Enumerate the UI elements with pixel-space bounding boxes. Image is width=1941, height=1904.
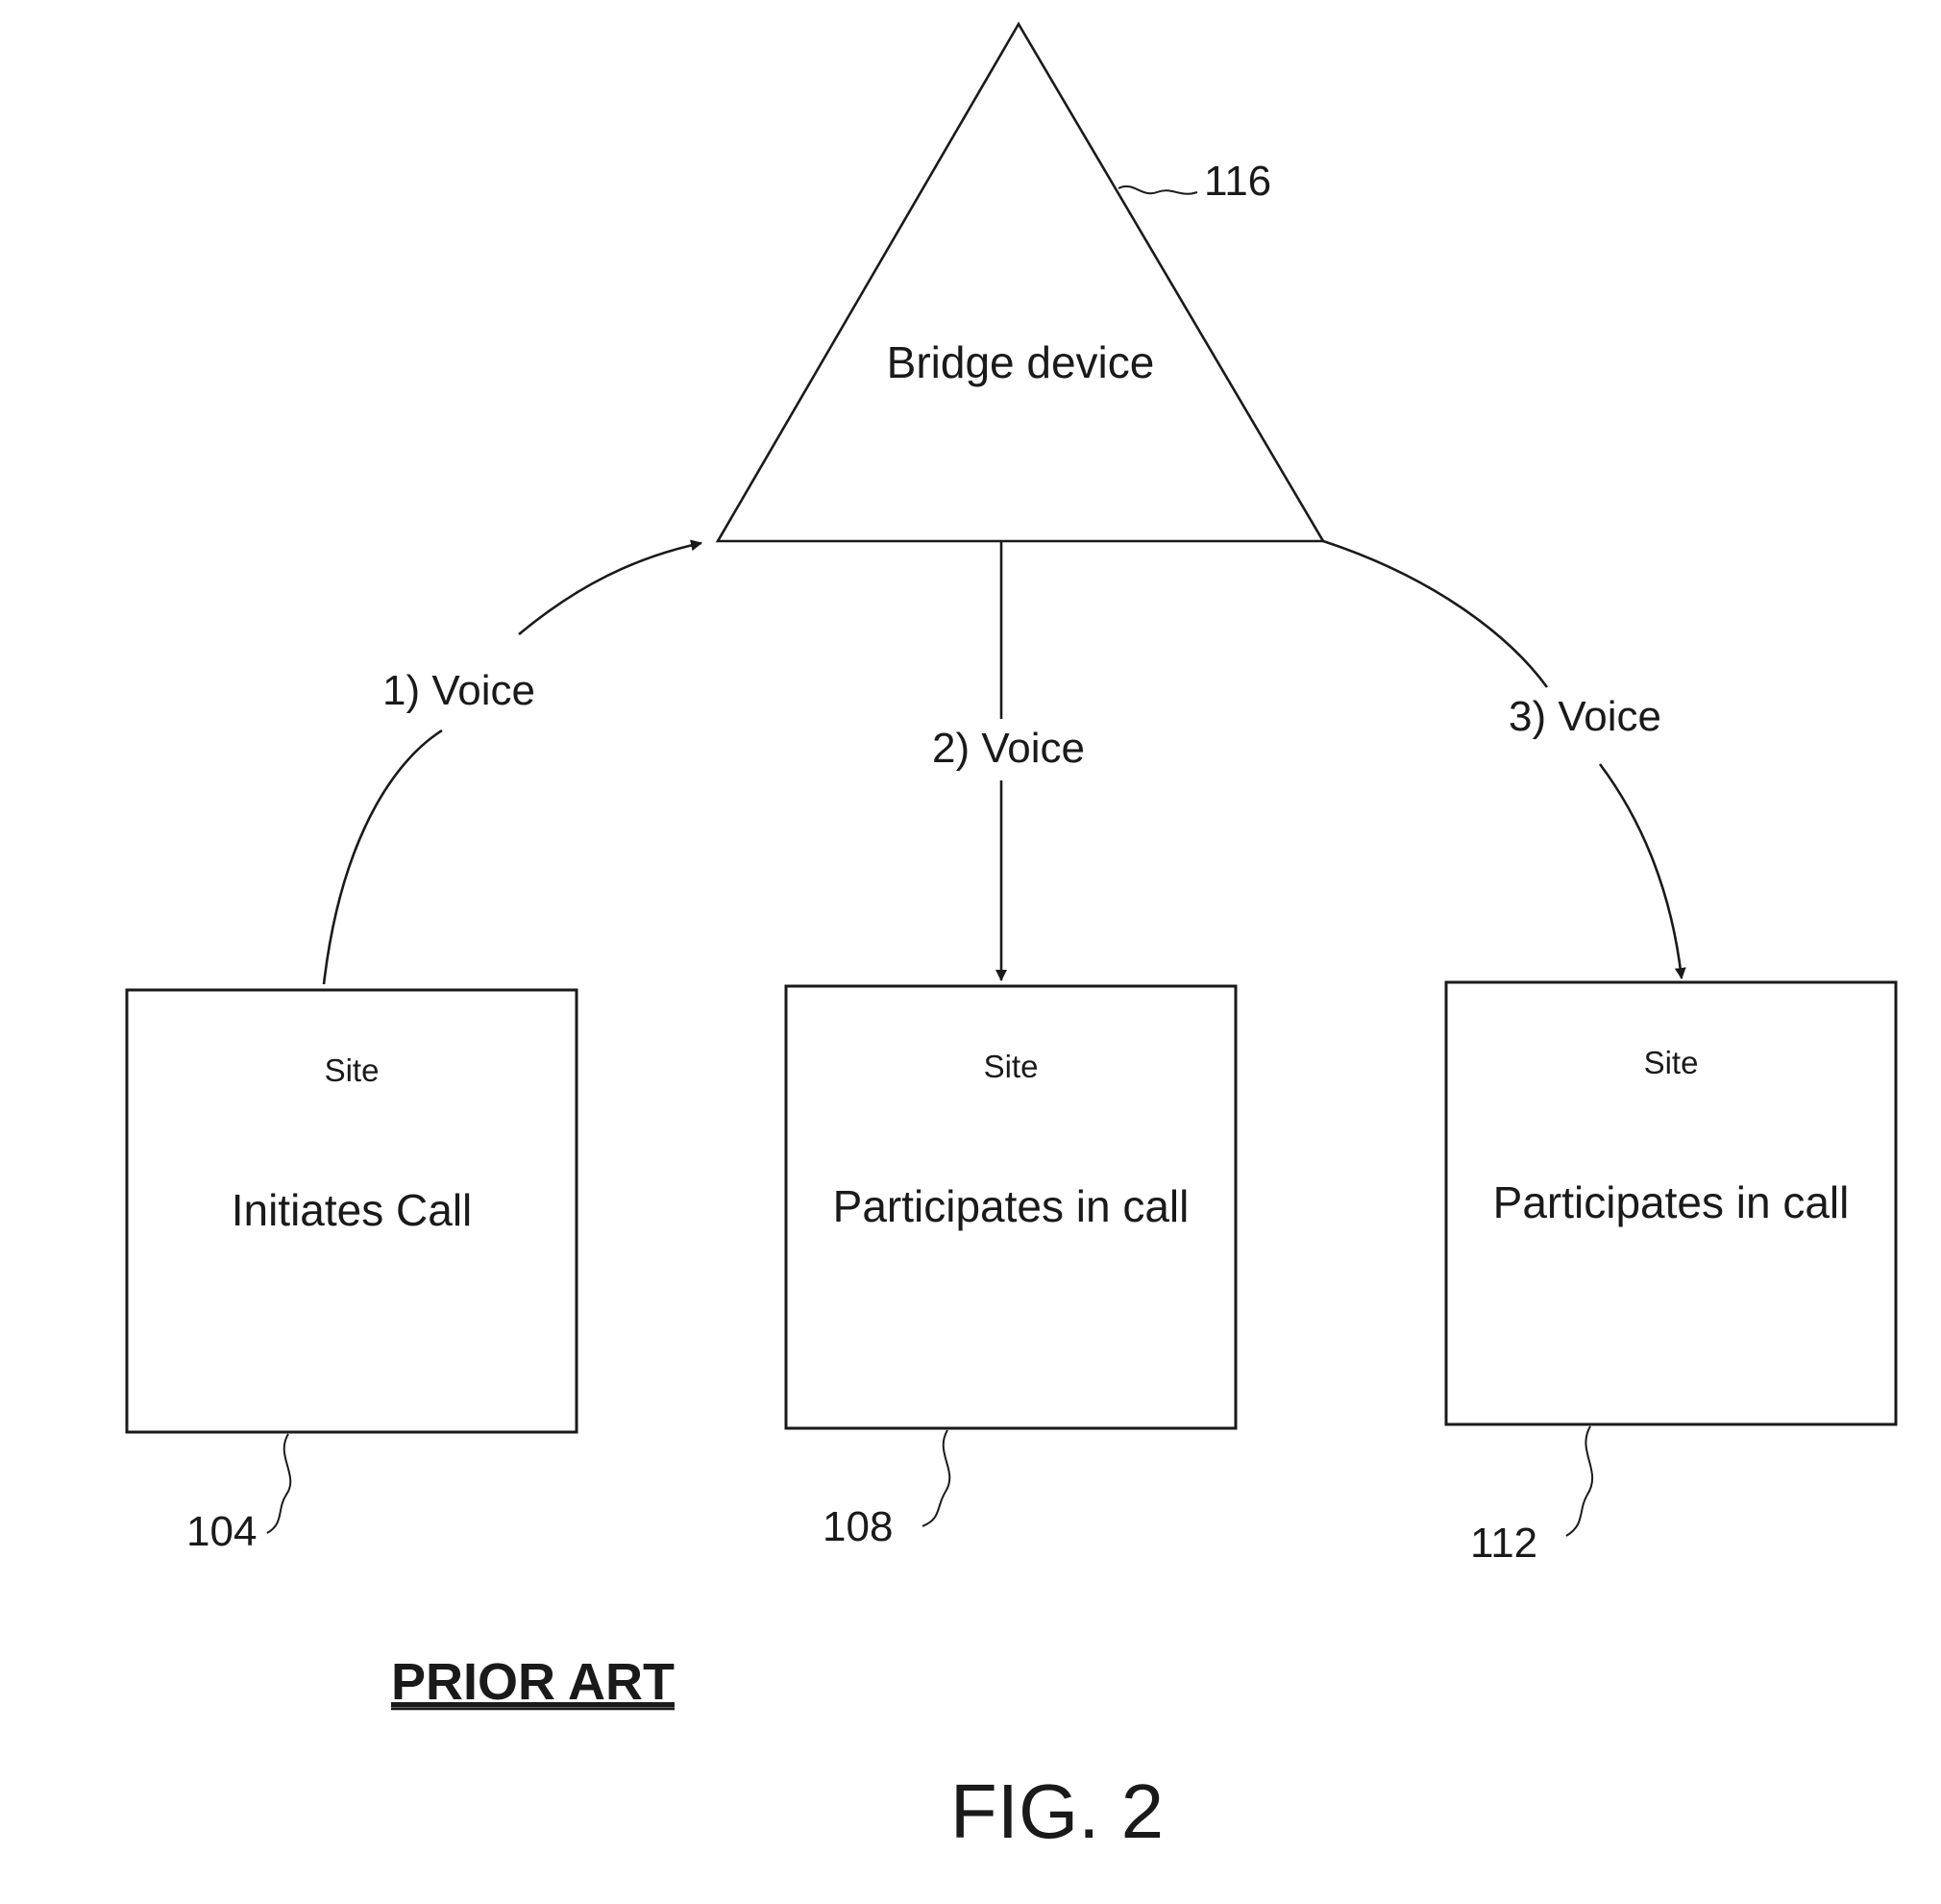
- site-108-ref-number: 108: [823, 1503, 893, 1550]
- site-108-ref-leader: [922, 1430, 949, 1526]
- bridge-device-label: Bridge device: [887, 337, 1155, 387]
- site-104-role: Initiates Call: [232, 1185, 473, 1235]
- site-108: Site Participates in call 108: [786, 986, 1236, 1550]
- figure-number-caption: FIG. 2: [950, 1768, 1164, 1854]
- flow-2-voice: 2) Voice: [932, 541, 1085, 980]
- site-112-title: Site: [1644, 1045, 1699, 1080]
- bridge-ref-number: 116: [1204, 158, 1271, 205]
- site-108-role: Participates in call: [833, 1181, 1190, 1231]
- captions: PRIOR ART FIG. 2: [391, 1653, 1164, 1854]
- flow-3-arrow-upper: [1323, 541, 1547, 687]
- flow-1-label: 1) Voice: [382, 667, 535, 714]
- prior-art-caption: PRIOR ART: [391, 1653, 675, 1711]
- flow-3-voice: 3) Voice: [1323, 541, 1682, 978]
- site-104-ref-leader: [267, 1434, 290, 1533]
- site-112-role: Participates in call: [1493, 1177, 1850, 1227]
- bridge-ref-leader: [1118, 186, 1197, 194]
- flow-3-arrow-lower: [1600, 764, 1682, 978]
- site-104: Site Initiates Call 104: [127, 990, 577, 1555]
- site-112: Site Participates in call 112: [1446, 982, 1896, 1567]
- site-112-ref-leader: [1566, 1426, 1592, 1536]
- flow-1-arrow-head-segment: [519, 543, 701, 634]
- flow-1-voice: 1) Voice: [324, 543, 701, 984]
- bridge-triangle: [718, 24, 1323, 541]
- flow-1-arrow: [324, 730, 442, 984]
- site-104-ref-number: 104: [186, 1508, 257, 1555]
- bridge-device: Bridge device 116: [718, 24, 1323, 541]
- flow-2-label: 2) Voice: [932, 725, 1085, 772]
- site-112-ref-number: 112: [1470, 1520, 1537, 1567]
- site-104-title: Site: [325, 1052, 380, 1088]
- flow-3-label: 3) Voice: [1509, 693, 1661, 740]
- site-108-title: Site: [984, 1049, 1039, 1084]
